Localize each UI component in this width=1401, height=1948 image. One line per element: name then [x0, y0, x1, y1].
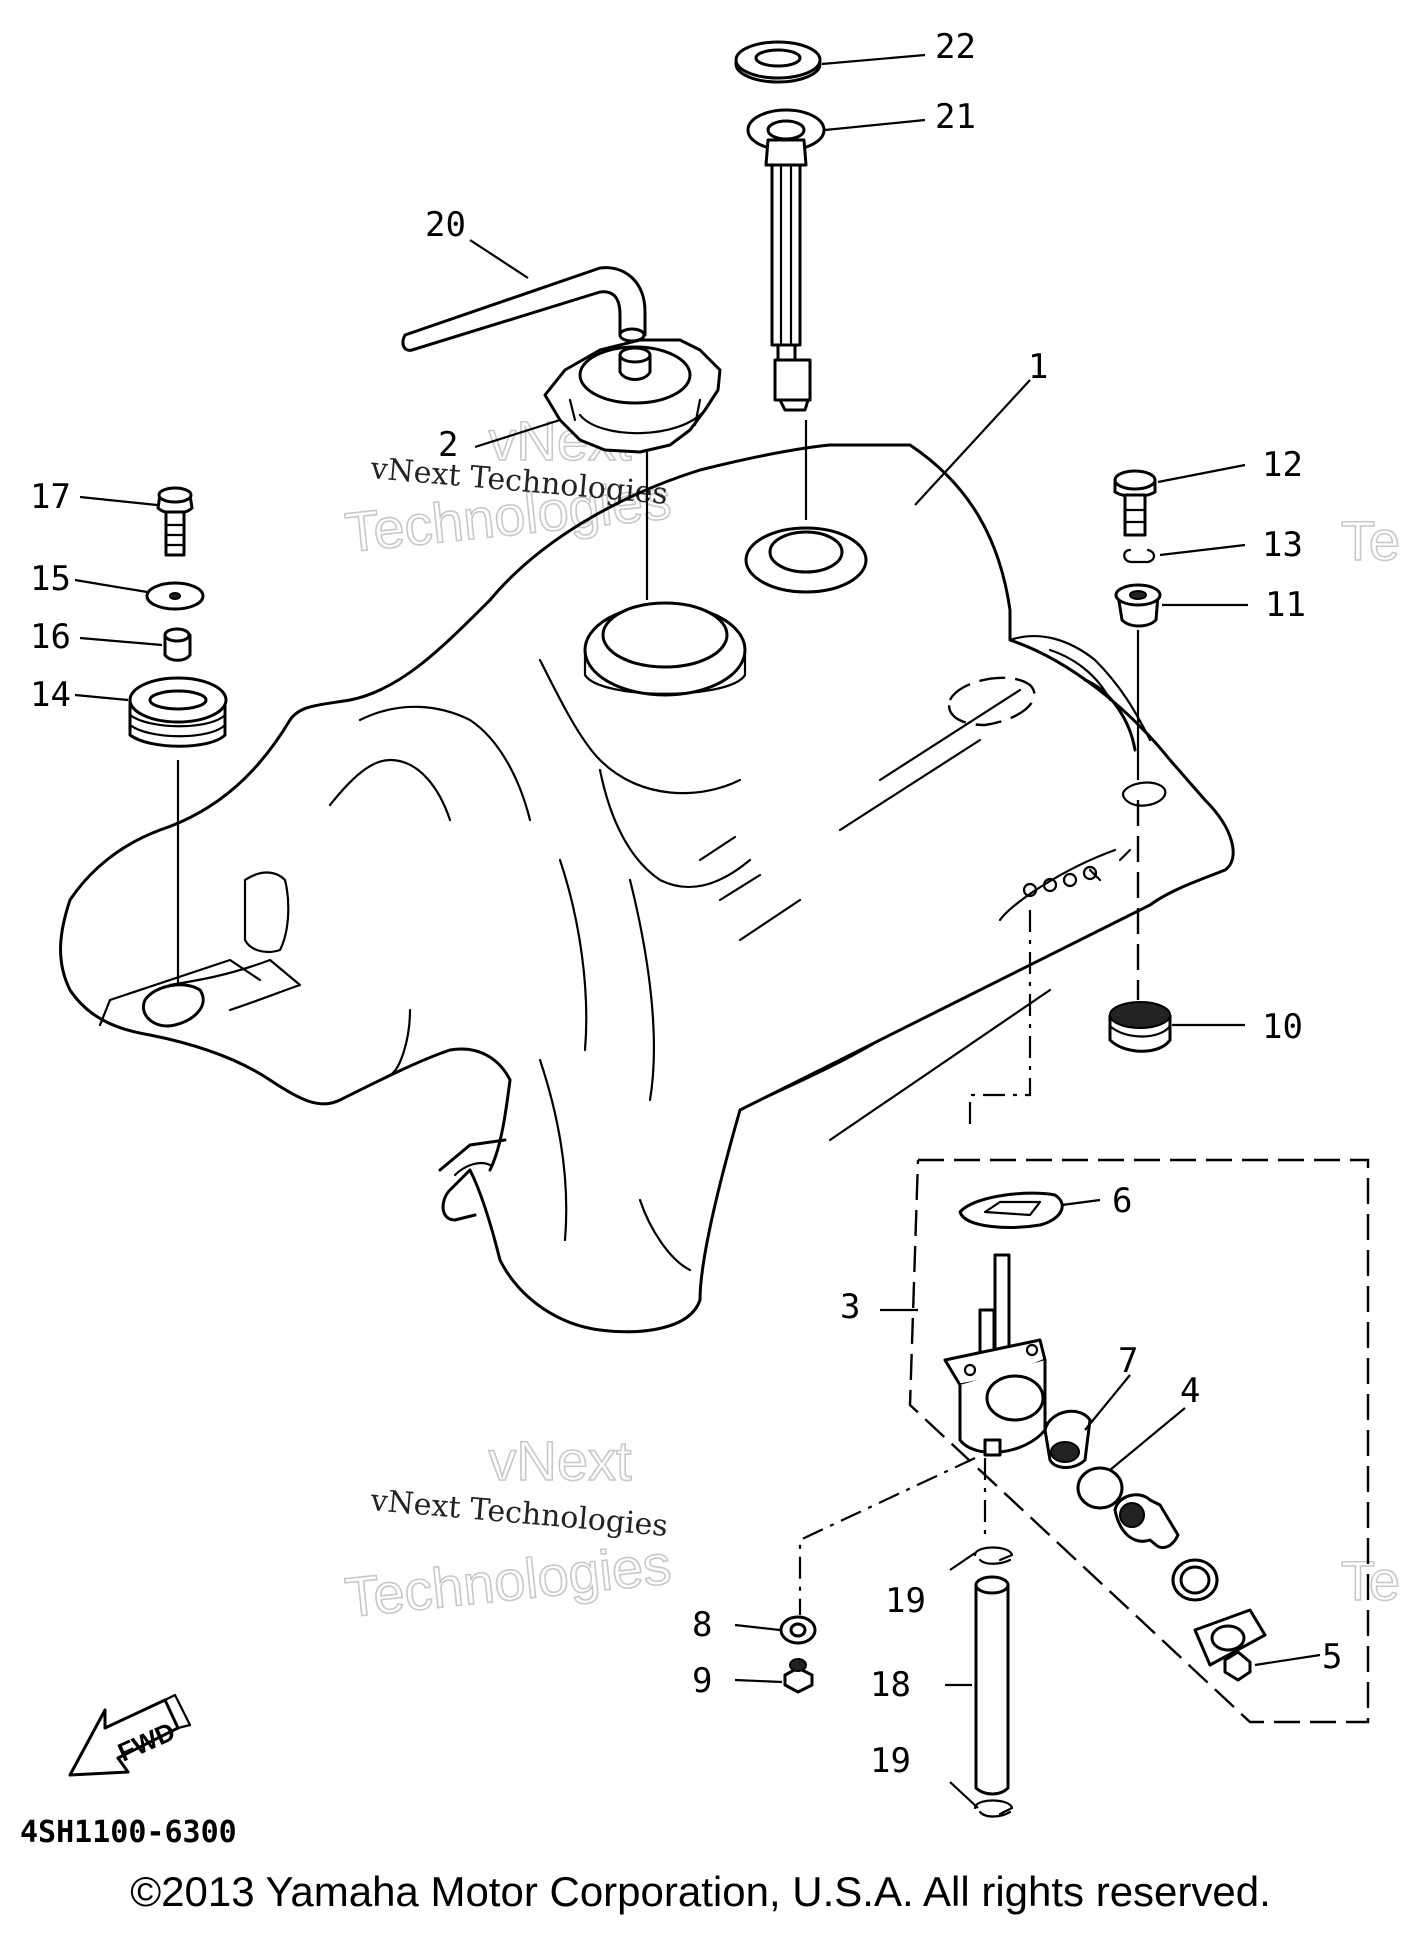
fuel-sender-part [746, 108, 826, 412]
callout-12: 12 [1262, 445, 1303, 485]
callout-1: 1 [1028, 347, 1048, 387]
fuel-tank-body [59, 443, 1235, 1334]
drawing-code: 4SH1100-6300 [20, 1815, 237, 1850]
watermark-edge-fragment: Te [1341, 509, 1400, 572]
watermark-big-line2-lower: Technologies [342, 1532, 674, 1629]
copyright-notice: ©2013 Yamaha Motor Corporation, U.S.A. A… [130, 1868, 1271, 1915]
breather-hose-part [401, 266, 647, 352]
callout-6: 6 [1112, 1181, 1132, 1221]
callout-10: 10 [1262, 1007, 1303, 1047]
callout-17: 17 [30, 477, 71, 517]
callout-19-lower: 19 [870, 1741, 911, 1781]
petcock-part [943, 1191, 1267, 1682]
callout-21: 21 [935, 97, 976, 137]
fuel-cap-part [543, 338, 722, 454]
watermark-group: vNext Technologies vNext Technologies Te… [341, 408, 1400, 1630]
callout-18: 18 [870, 1665, 911, 1705]
callout-3: 3 [840, 1287, 860, 1327]
callout-2: 2 [438, 425, 458, 465]
right-mount-hardware [1108, 469, 1172, 1053]
watermark-edge-fragment-lower: Te [1341, 1549, 1400, 1612]
sender-cover-part [734, 40, 822, 84]
callout-19-upper: 19 [885, 1581, 926, 1621]
drain-parts [779, 1546, 1014, 1818]
petcock-center-line [968, 910, 1032, 1130]
callout-7: 7 [1118, 1341, 1138, 1381]
callout-8: 8 [692, 1605, 712, 1645]
screw-center-line [798, 1457, 976, 1615]
fwd-arrow-icon: FWD [68, 1693, 192, 1777]
callout-16: 16 [30, 617, 71, 657]
petcock-assembly-box [908, 1158, 1370, 1724]
callout-20: 20 [425, 205, 466, 245]
callout-labels: 1 2 3 4 5 6 7 8 9 10 11 12 13 14 15 16 1… [30, 27, 1342, 1781]
callout-5: 5 [1322, 1637, 1342, 1677]
callout-22: 22 [935, 27, 976, 67]
callout-leaders [74, 53, 1321, 1809]
callout-9: 9 [692, 1661, 712, 1701]
callout-14: 14 [30, 675, 71, 715]
left-mount-hardware [128, 486, 228, 748]
callout-4: 4 [1180, 1371, 1200, 1411]
watermark-big-line1-lower: vNext [488, 1429, 632, 1492]
callout-15: 15 [30, 559, 71, 599]
filler-neck [583, 601, 747, 697]
callout-11: 11 [1265, 585, 1306, 625]
watermark-small-text-lower: vNext Technologies [368, 1483, 669, 1544]
callout-13: 13 [1262, 525, 1303, 565]
sender-grommet-on-tank [744, 526, 868, 594]
